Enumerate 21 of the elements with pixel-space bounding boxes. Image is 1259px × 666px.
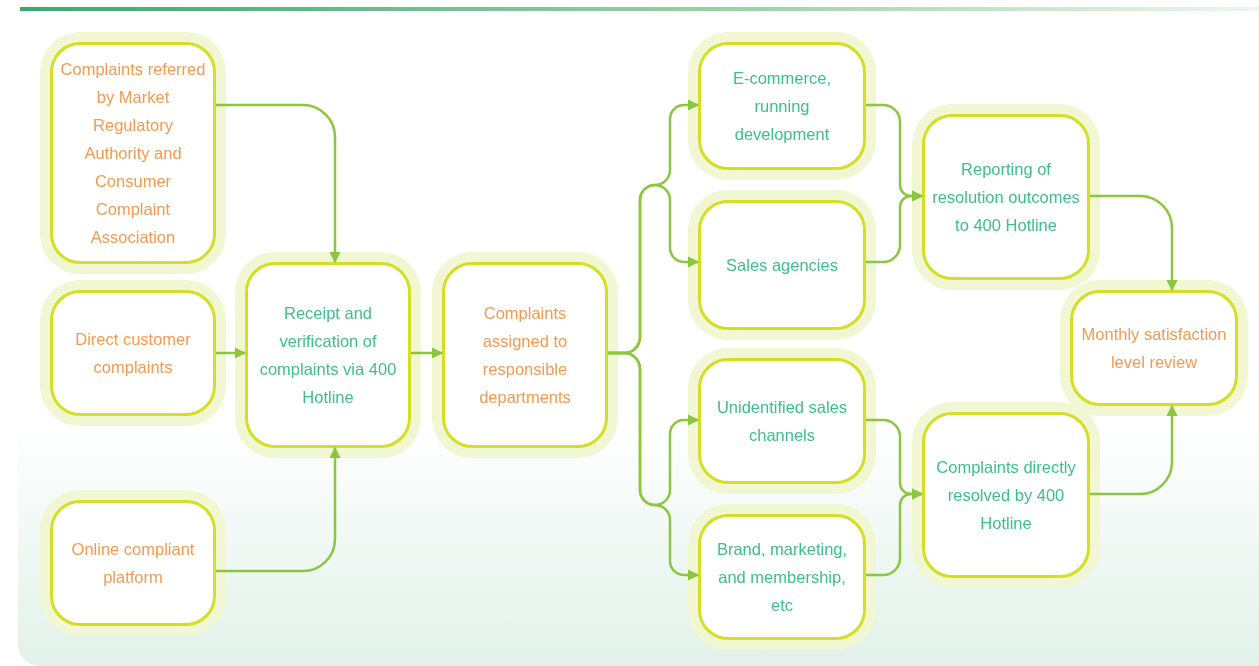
- step-label: Complaints referred by Market Regulatory Authority and Consumer Complaint Association: [59, 59, 207, 248]
- step-label: Sales agencies: [726, 255, 838, 276]
- connector-arrow: [1090, 404, 1178, 496]
- connector-arrow: [866, 488, 924, 577]
- step-label: Brand, marketing, and membership, etc: [715, 539, 849, 616]
- step-label: Receipt and verification of complaints via 400 Hotline: [258, 303, 398, 408]
- step-label: Online compliant platform: [70, 539, 196, 588]
- step-label: Complaints directly resolved by 400 Hotline: [935, 457, 1077, 534]
- step-label: Unidentified sales channels: [715, 397, 849, 446]
- connector-arrow: [866, 190, 924, 264]
- step-label: E-commerce, running development: [731, 68, 833, 145]
- connector-arrow: [216, 347, 247, 359]
- connector-arrow: [411, 347, 444, 359]
- step-label: Monthly satisfaction level review: [1080, 324, 1228, 373]
- step-label: Complaints assigned to responsible departments: [478, 303, 572, 408]
- step-label: Reporting of resolution outcomes to 400 Hotline: [931, 159, 1081, 236]
- connector-arrow: [608, 351, 700, 581]
- connector-arrow: [216, 103, 341, 264]
- step-label: Direct customer complaints: [74, 329, 192, 378]
- connector-arrow: [216, 446, 341, 573]
- connector-arrow: [1090, 194, 1178, 292]
